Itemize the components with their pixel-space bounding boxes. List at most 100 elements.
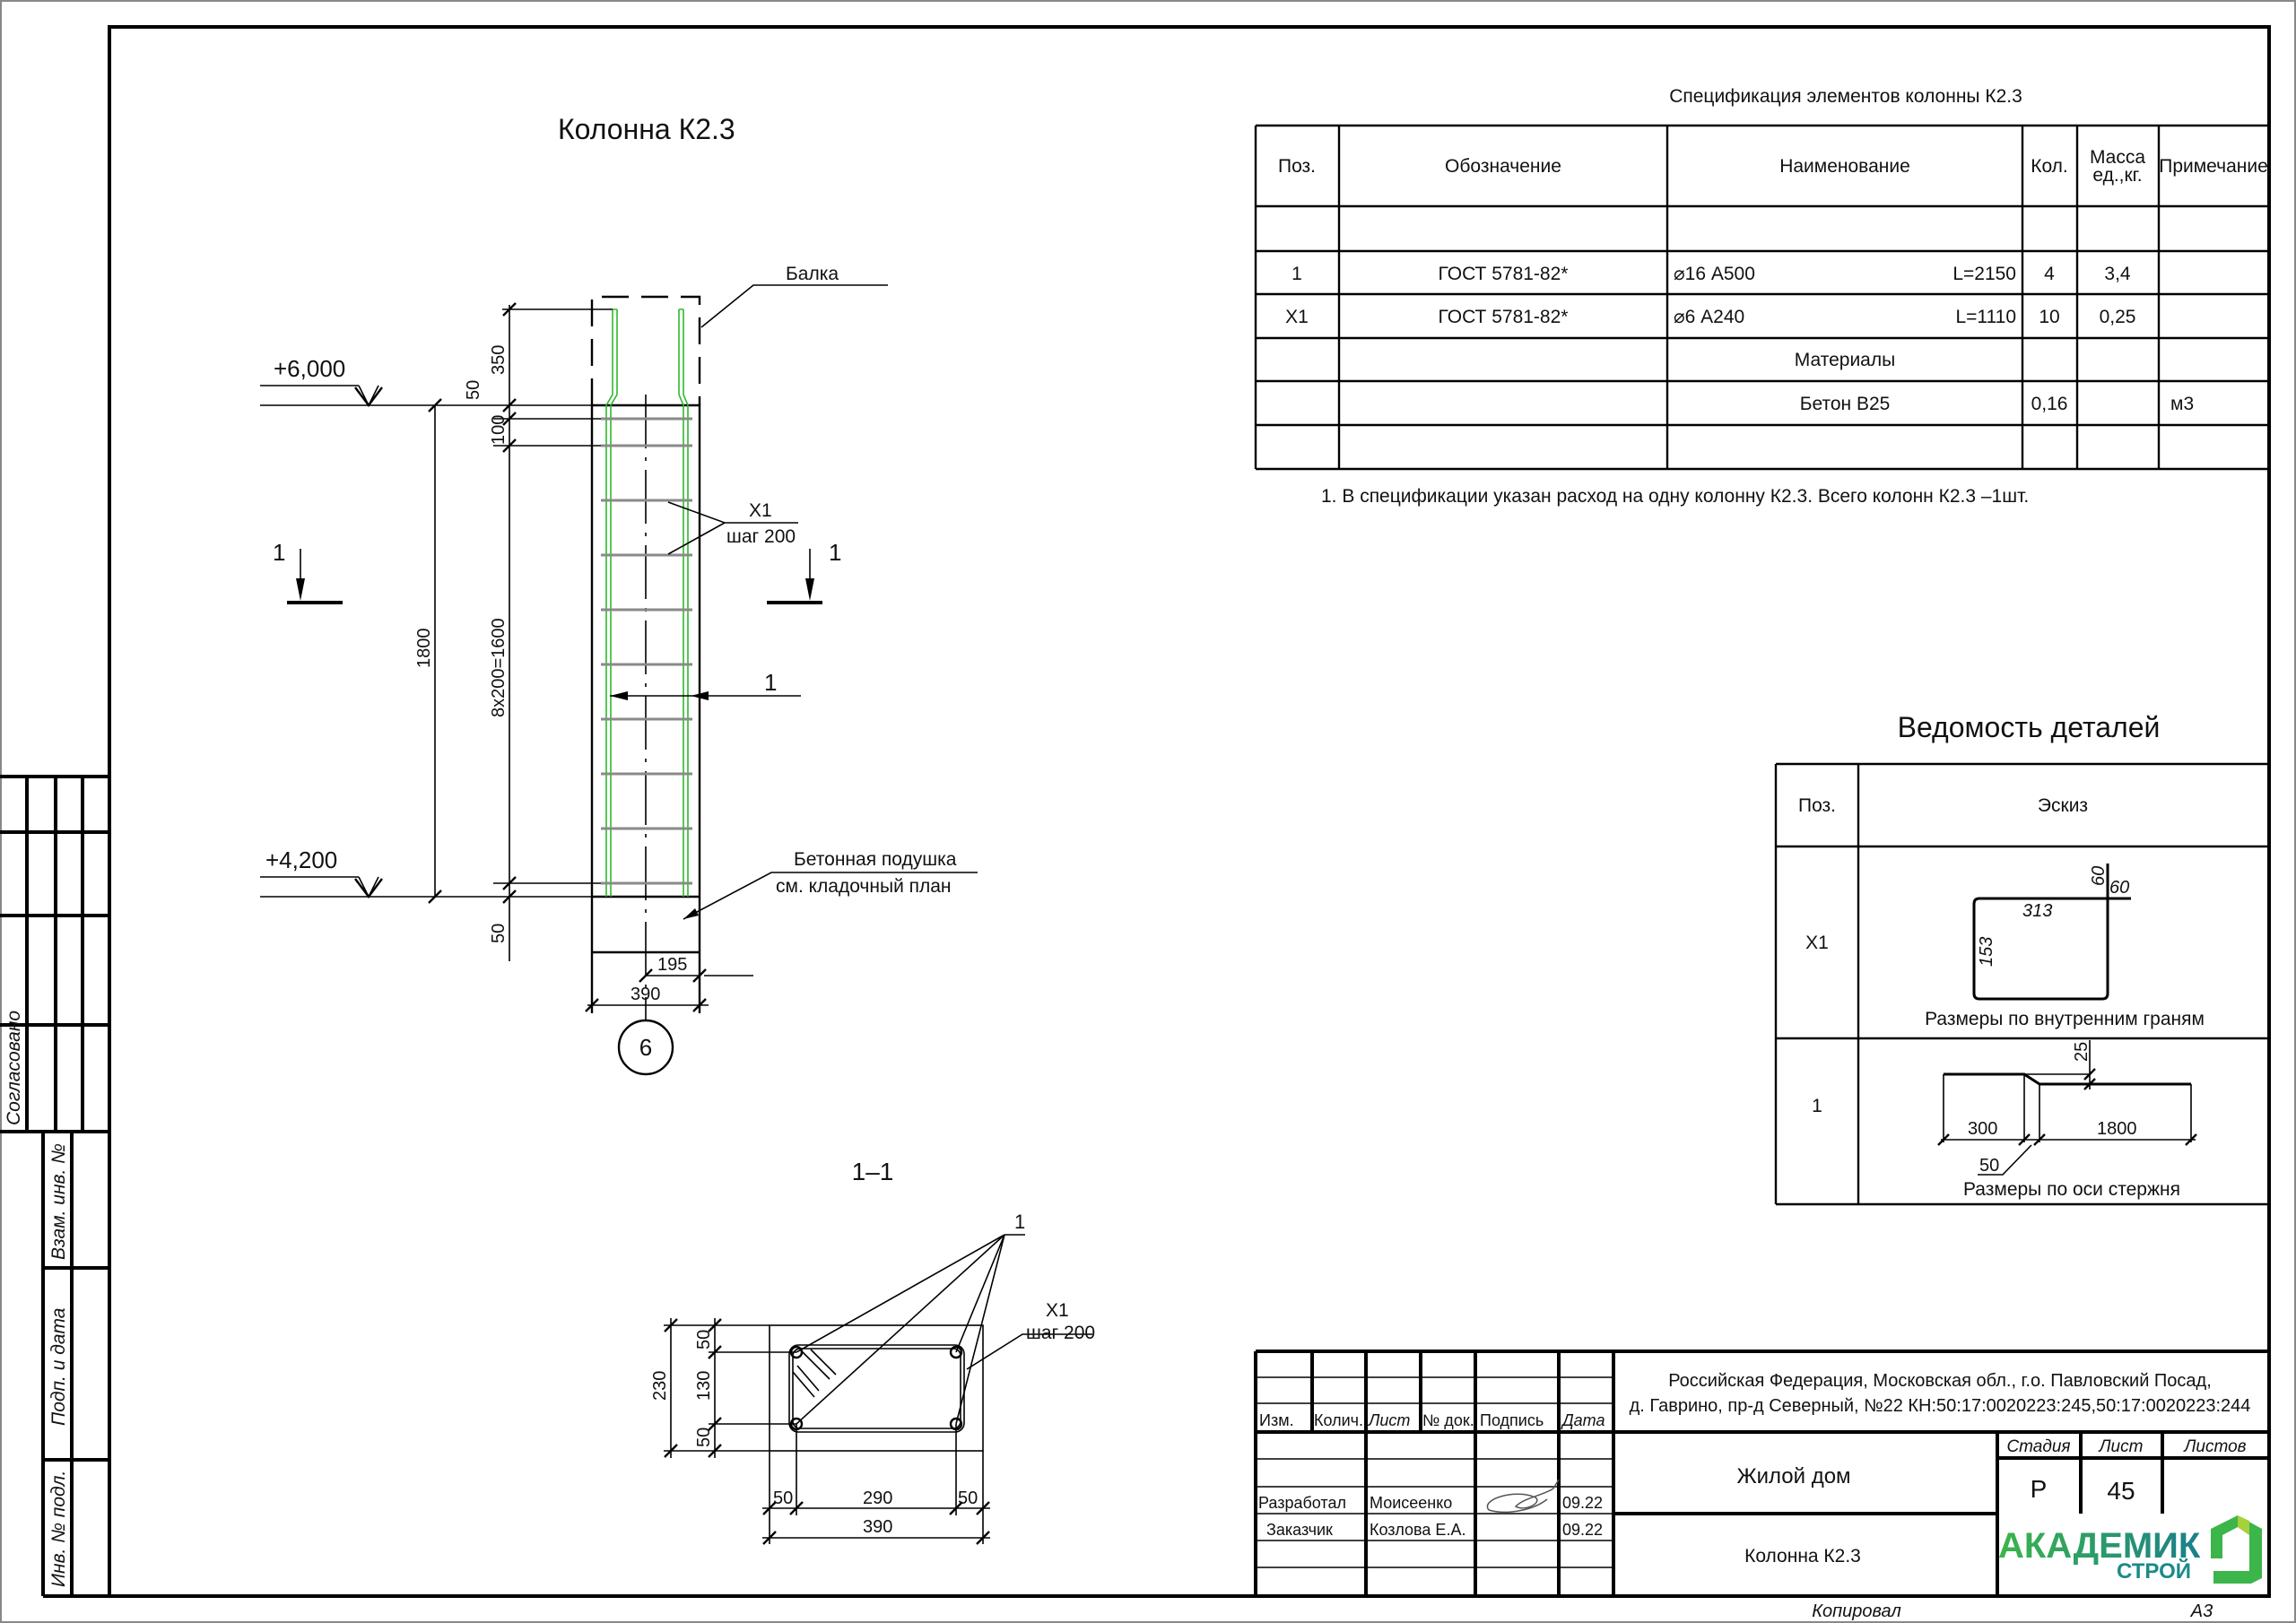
section-dim-290: 290 [863,1488,892,1508]
agreed-label: Согласовано [4,1011,24,1125]
spec-length: L=1110 [1955,307,2016,327]
section-dim-lines [664,1318,990,1544]
spec-row: 1 ГОСТ 5781-82* ⌀16 А500 L=2150 4 3,4 [1292,264,2131,284]
details-caption-1: Размеры по оси стержня [1963,1179,2180,1200]
stirrup-step: шаг 200 [726,526,796,547]
longitudinal-bars [605,308,689,897]
tb-role-developer: Разработал [1258,1494,1346,1512]
elevation-mark-ticks [354,386,383,898]
pad-label-2: см. кладочный план [776,876,952,897]
tb-date-customer: 09.22 [1562,1521,1603,1539]
spec-material-name: Бетон В25 [1800,394,1891,414]
dim-195: 195 [657,955,687,975]
pad-leader-arrow [683,908,699,919]
dim-390: 390 [631,985,660,1004]
spec-name: ⌀6 А240 [1674,307,1744,327]
spec-qty: 4 [2044,264,2055,284]
spec-header-note: Примечание [2159,156,2268,177]
dim-50-top: 50 [464,380,483,400]
spec-material-qty: 0,16 [2031,394,2068,414]
section-stirrup-mark: Х1 [1046,1300,1069,1321]
side-stamp: Согласовано Взам. инв. № Подп. и дата Ин… [0,775,109,1598]
dim-50-bottom: 50 [489,924,509,943]
tb-name-customer: Козлова Е.А. [1370,1521,1465,1539]
tb-address-2: д. Гаврино, пр-д Северный, №22 КН:50:17:… [1630,1396,2251,1416]
bar-sketch-ticks [1937,1068,2197,1146]
spec-header-name: Наименование [1779,156,1910,177]
dimension-lines [434,305,753,1006]
beam-leader [700,284,888,328]
details-grid [1774,762,2269,1206]
tb-address-1: Российская Федерация, Московская обл., г… [1668,1371,2212,1391]
stirrups [601,417,692,885]
section-bar-mark: 1 [1014,1211,1025,1233]
beam-outline-dashed [590,295,701,405]
spec-materials-header: Материалы [1795,350,1895,370]
spec-header-mass: Масса [2090,147,2145,168]
tb-sheet-label: Лист [2098,1437,2144,1456]
tb-header-sheet: Лист [1368,1411,1410,1429]
section-dim-50-left: 50 [773,1488,793,1508]
elevation-bottom-label: +4,200 [265,846,337,873]
details-pos-1: 1 [1812,1096,1822,1116]
spec-title: Спецификация элементов колонны К2.3 [1669,86,2022,107]
details-header-sketch: Эскиз [2038,795,2088,816]
spec-material-note: м3 [2170,394,2194,414]
stirrup-hooks [792,1349,837,1398]
tb-date-developer: 09.22 [1562,1494,1603,1512]
spec-length: L=2150 [1952,264,2016,284]
title-block-thin-grid [1256,1376,1613,1568]
tb-sheets-label: Листов [2182,1437,2246,1456]
spec-header-mass-unit: ед.,кг. [2092,165,2142,186]
sketch-dim-300: 300 [1968,1119,1997,1139]
dim-spacing: 8x200=1600 [489,618,509,717]
spec-qty: 10 [2039,307,2059,327]
company-logo: АКАДЕМИК СТРОЙ [1998,1515,2262,1584]
tb-sheet: 45 [2107,1477,2135,1505]
bar-sketch-dims [1941,1040,2196,1176]
side-stamp-grid [0,775,109,1598]
section-title: 1–1 [852,1158,894,1185]
section-cut-right-head [805,578,814,601]
section-stirrup [788,1344,965,1433]
dimension-ticks [428,302,707,1012]
section-cut-left-head [296,578,305,601]
sketch-dim-25: 25 [2072,1042,2092,1062]
section-dim-50-right: 50 [958,1488,978,1508]
tb-format: А3 [2190,1601,2213,1621]
tb-copied: Копировал [1812,1601,1900,1621]
section-stirrup-leader [966,1333,1092,1370]
dim-1800: 1800 [414,629,434,669]
tb-stage-label: Стадия [2006,1437,2070,1456]
stirrup-leader [667,501,798,555]
sign-date-label: Подп. и дата [48,1308,69,1426]
section-stirrup-inner [792,1348,961,1429]
logo-main: АКАДЕМИК [1998,1526,2201,1566]
spec-row: Х1 ГОСТ 5781-82* ⌀6 А240 L=1110 10 0,25 [1285,307,2135,327]
logo-sub: СТРОЙ [2117,1558,2191,1584]
spec-footnote: 1. В спецификации указан расход на одну … [1321,486,2029,507]
section-cut-left-label: 1 [273,539,285,566]
section-dim-230: 230 [650,1371,670,1401]
sketch-dim-153: 153 [1977,937,1996,967]
bar [949,1345,963,1359]
details-pos-x1: Х1 [1805,933,1829,953]
tb-header-qty: Колич. [1314,1411,1363,1429]
stirrup-sketch [1972,864,2131,1001]
column-title: Колонна К2.3 [558,113,735,145]
tb-role-customer: Заказчик [1266,1521,1333,1539]
dim-100: 100 [489,415,509,445]
sketch-dim-60-h: 60 [2109,878,2129,898]
sheet-frame [108,25,2271,1598]
section-dim-50-bottom: 50 [694,1428,714,1447]
spec-header-qty: Кол. [2031,156,2068,177]
section-cut-right-label: 1 [829,539,841,566]
logo-house-accent [2238,1515,2249,1535]
spec-header-doc: Обозначение [1445,156,1561,177]
tb-header-sign: Подпись [1480,1411,1544,1429]
details-table: Ведомость деталей Поз. Эскиз Х1 313 153 … [1774,711,2269,1206]
signature [1486,1479,1560,1514]
tb-header-izm: Изм. [1259,1411,1294,1429]
spec-pos: 1 [1292,264,1302,284]
section-stirrup-step: шаг 200 [1026,1323,1095,1343]
